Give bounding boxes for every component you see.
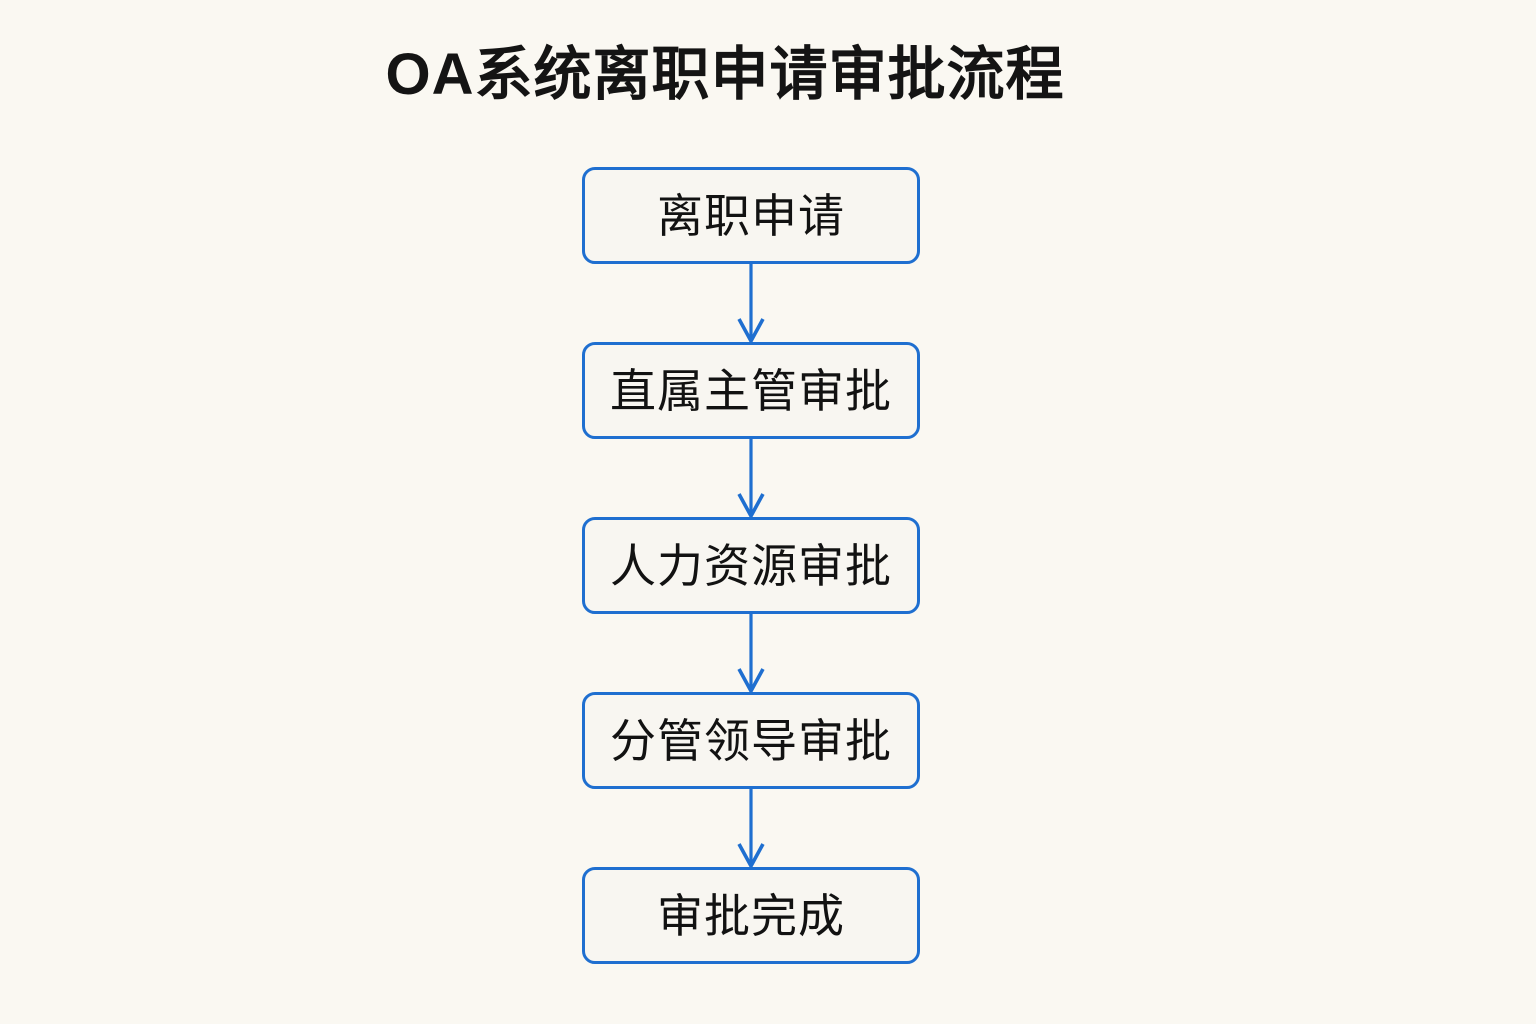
arrow-down-icon <box>737 264 765 342</box>
flow-node-label: 人力资源审批 <box>610 539 892 592</box>
flow-node-label: 直属主管审批 <box>610 364 892 417</box>
flow-node-label: 分管领导审批 <box>610 714 892 767</box>
arrow-down-icon <box>737 614 765 692</box>
flow-node-label: 离职申请 <box>657 189 845 242</box>
flow-node-n5[interactable]: 审批完成 <box>582 867 920 964</box>
flow-node-label: 审批完成 <box>657 889 845 942</box>
arrow-down-icon <box>737 439 765 517</box>
page-title: OA系统离职申请审批流程 <box>385 42 1065 107</box>
flow-edge-n3-n4 <box>582 614 920 692</box>
flow-node-n2[interactable]: 直属主管审批 <box>582 342 920 439</box>
arrow-down-icon <box>737 789 765 867</box>
flow-node-n3[interactable]: 人力资源审批 <box>582 517 920 614</box>
flow-edge-n1-n2 <box>582 264 920 342</box>
flow-node-n4[interactable]: 分管领导审批 <box>582 692 920 789</box>
flow-edge-n2-n3 <box>582 439 920 517</box>
flow-edge-n4-n5 <box>582 789 920 867</box>
flowchart-container: 离职申请 直属主管审批 人力资源审批 <box>582 167 920 964</box>
flow-node-n1[interactable]: 离职申请 <box>582 167 920 264</box>
